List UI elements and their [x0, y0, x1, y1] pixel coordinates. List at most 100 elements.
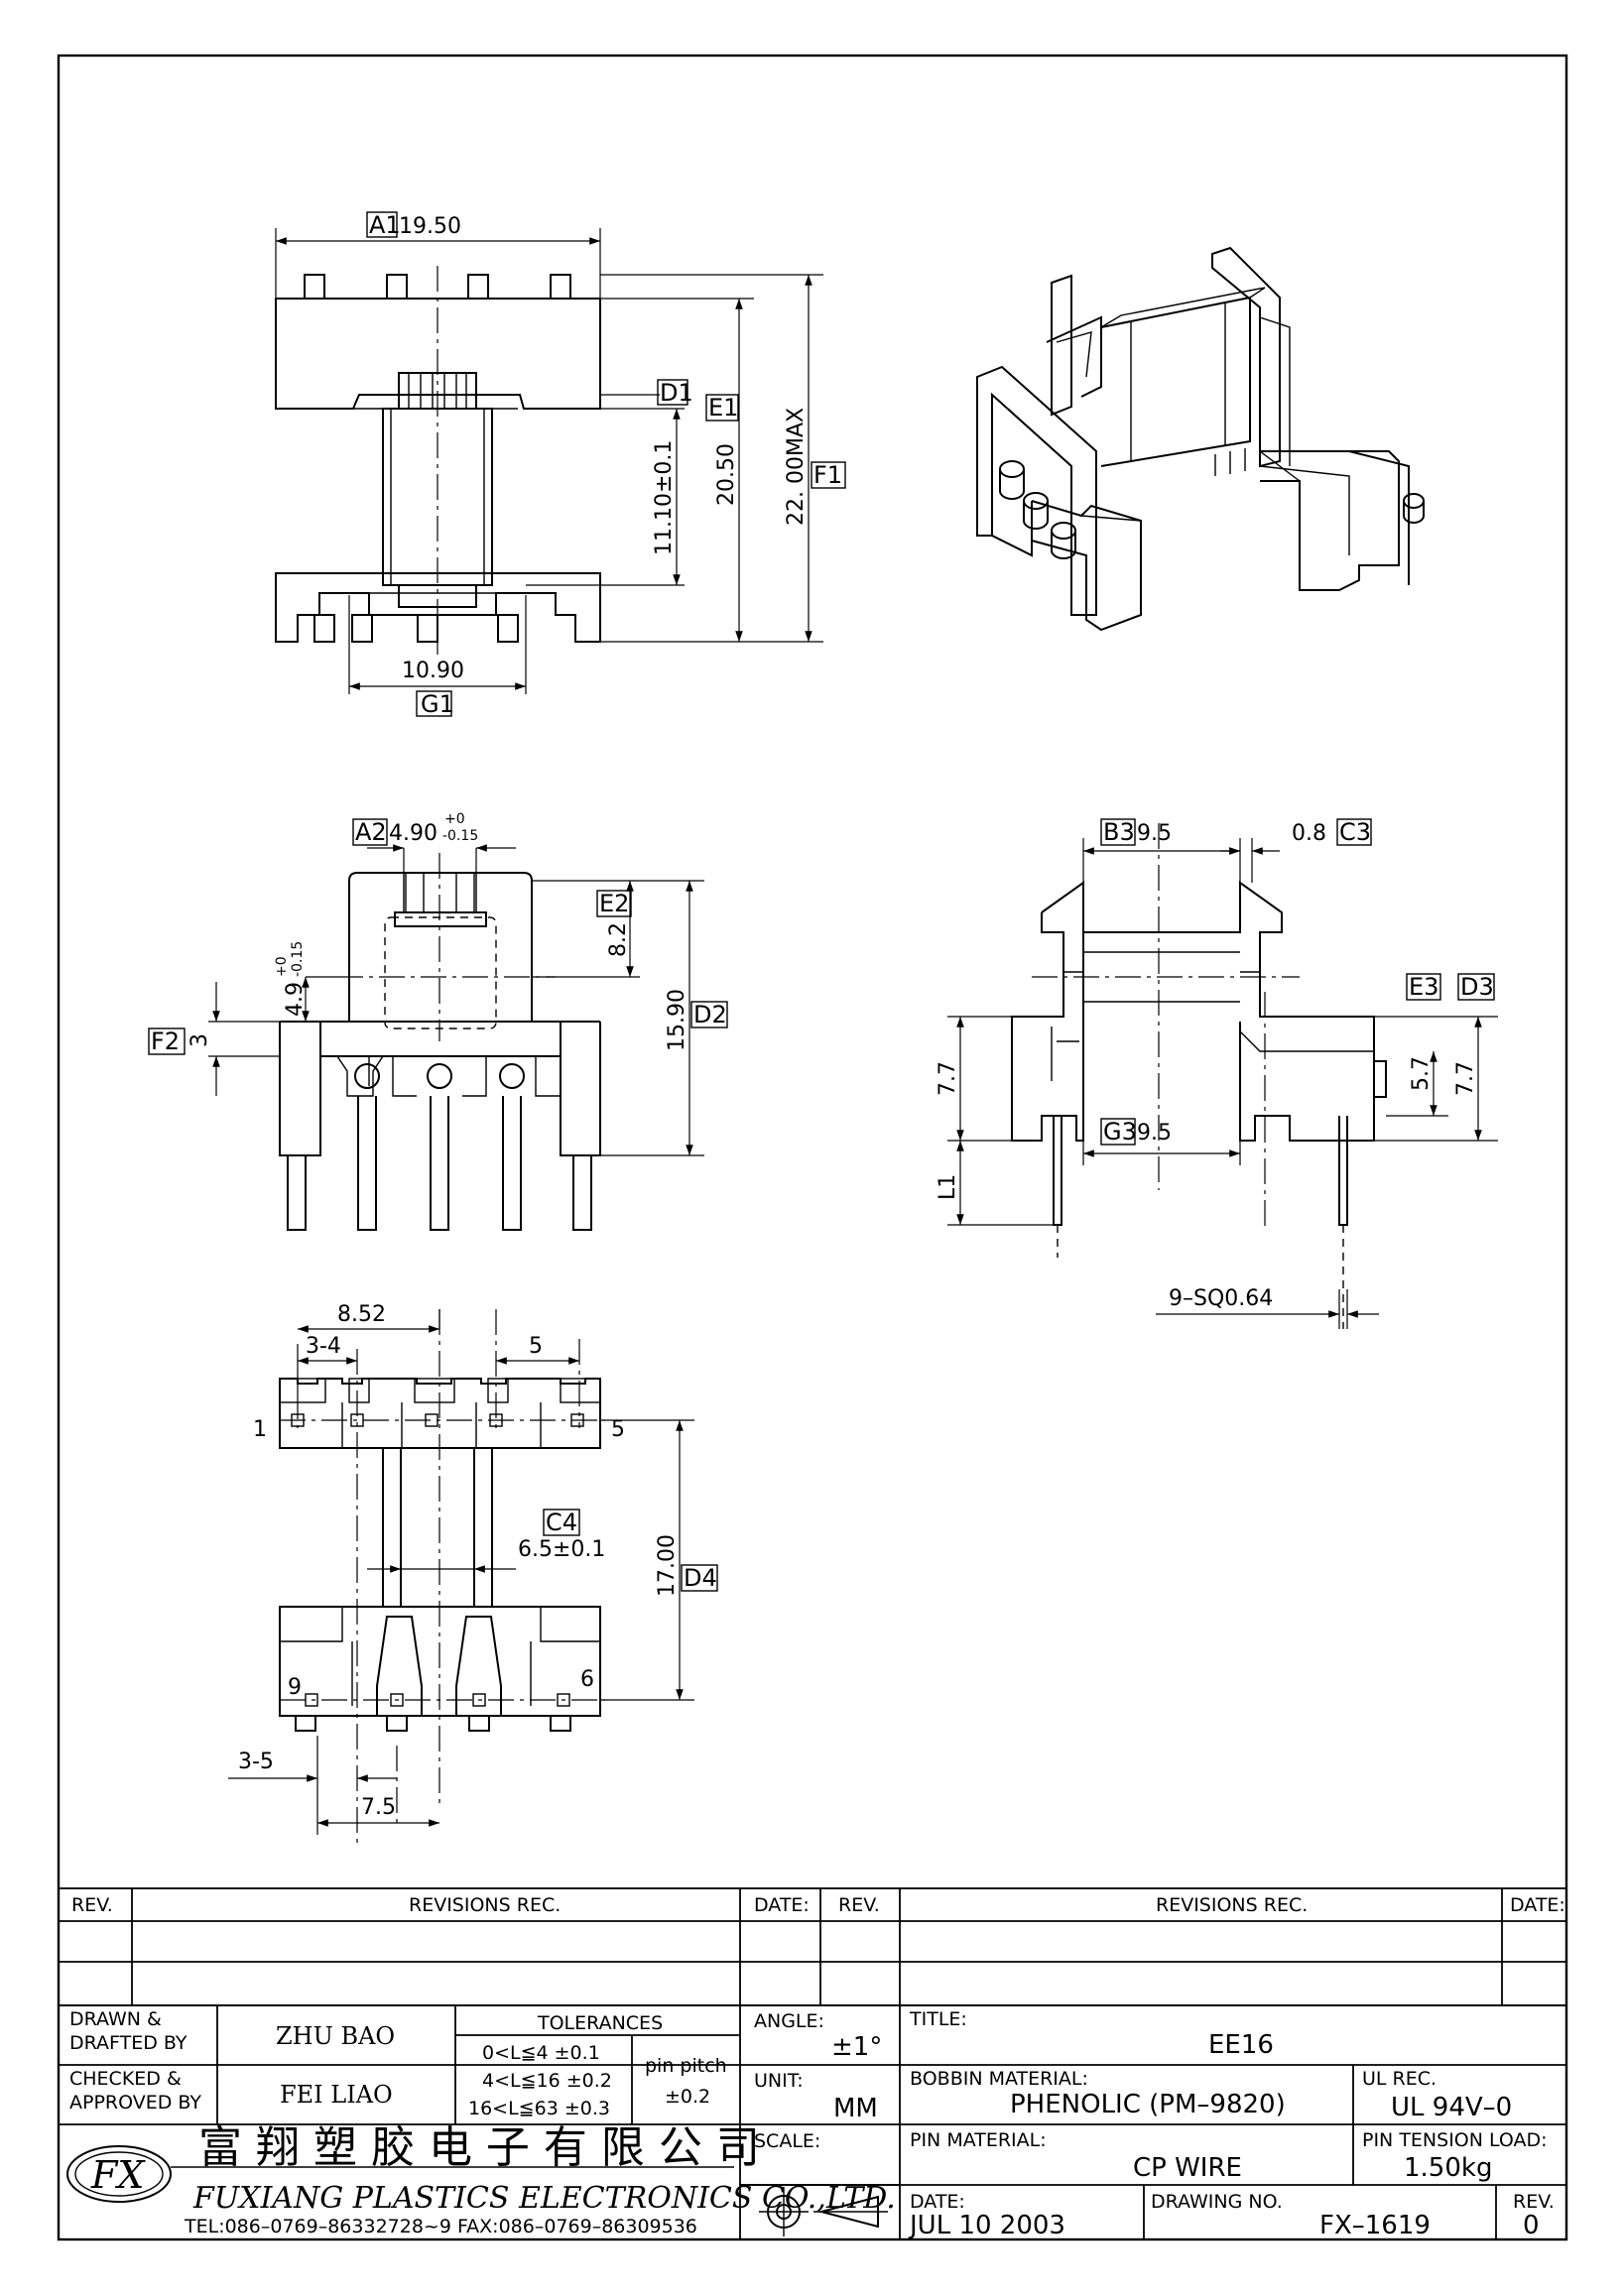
date-value: JUL 10 2003 — [908, 2211, 1065, 2240]
dim-offset-tol-plus: +0 — [274, 956, 290, 977]
dim-box-E3: E3 — [1409, 973, 1438, 1001]
company-name-cn: 富 翔 塑 胶 电 子 有 限 公 司 — [198, 2122, 760, 2173]
dim-box-D2: D2 — [693, 1001, 727, 1028]
dim-c3-value: 0.8 — [1292, 821, 1326, 846]
dim-box-F2: F2 — [151, 1027, 180, 1055]
dim-35-value: 3-5 — [238, 1750, 274, 1774]
side-view: A2 4.90 +0 -0.15 8.2 E2 15.90 D2 4.9 +0 … — [148, 811, 728, 1231]
dim-box-G1: G1 — [421, 690, 454, 718]
dim-span-value: 8.52 — [337, 1302, 386, 1327]
checked-label-2: APPROVED BY — [69, 2092, 201, 2114]
tol-row-1: 0<L≦4 ±0.1 — [482, 2042, 600, 2064]
bobbin-label: BOBBIN MATERIAL: — [910, 2068, 1088, 2090]
tol-row-2: 4<L≦16 ±0.2 — [482, 2070, 612, 2092]
date-col-right: DATE: — [1510, 1894, 1565, 1916]
dim-box-D3: D3 — [1460, 973, 1494, 1001]
dim-offset-tol-minus: -0.15 — [290, 941, 306, 977]
company-name-en: FUXIANG PLASTICS ELECTRONICS CO.,LTD. — [192, 2181, 896, 2216]
dim-c4-value: 6.5±0.1 — [518, 1537, 605, 1562]
dim-left-h-value: 7.7 — [936, 1061, 960, 1096]
dim-b3-value: 9.5 — [1137, 821, 1172, 846]
dim-core-value: 10.90 — [402, 659, 464, 683]
drawn-label-1: DRAWN & — [69, 2008, 162, 2030]
pin-pitch-value: ±0.2 — [665, 2086, 710, 2108]
dim-l1-value: L1 — [936, 1174, 960, 1200]
tol-row-3: 16<L≦63 ±0.3 — [468, 2098, 610, 2119]
dim-total-value: 15.90 — [665, 989, 689, 1051]
date-label: DATE: — [910, 2191, 965, 2213]
right-view: B3 9.5 0.8 C3 E3 D3 5.7 7.7 7.7 L1 G3 — [936, 818, 1498, 1329]
dim-height-value: 20.50 — [714, 443, 739, 506]
dim-box-D1: D1 — [660, 379, 693, 407]
dim-winding-value: 11.10±0.1 — [652, 440, 677, 555]
tolerances-title: TOLERANCES — [537, 2012, 663, 2034]
logo-text: FX — [90, 2153, 146, 2197]
dim-overall-value: 22. 00MAX — [784, 408, 809, 526]
rev-value: 0 — [1523, 2211, 1540, 2240]
angle-label: ANGLE: — [754, 2010, 824, 2032]
date-col-left: DATE: — [754, 1894, 810, 1916]
dim-width-value: 19.50 — [399, 214, 461, 239]
pin-tension-value: 1.50kg — [1404, 2153, 1492, 2183]
title-value: EE16 — [1208, 2030, 1274, 2060]
dim-box-F1: F1 — [813, 461, 842, 489]
unit-label: UNIT: — [754, 2070, 804, 2092]
unit-value: MM — [833, 2094, 878, 2123]
title-block: DRAWN & DRAFTED BY ZHU BAO CHECKED & APP… — [58, 2004, 1567, 2240]
title-label: TITLE: — [909, 2008, 967, 2030]
dim-box-E2: E2 — [599, 890, 629, 917]
dim-box-A2: A2 — [355, 818, 387, 846]
dim-box-C4: C4 — [546, 1509, 577, 1536]
rev-col-right: REV. — [838, 1894, 880, 1916]
revision-table: REV. REVISIONS REC. DATE: REV. REVISIONS… — [58, 1887, 1567, 2006]
dim-tongue-tol-plus: +0 — [444, 811, 465, 827]
pin-pitch-label: pin pitch — [645, 2055, 727, 2077]
pin-material-value: CP WIRE — [1133, 2153, 1242, 2183]
drawing-no-label: DRAWING NO. — [1151, 2191, 1283, 2213]
pin-material-label: PIN MATERIAL: — [910, 2129, 1047, 2151]
angle-value: ±1° — [831, 2032, 882, 2062]
dim-box-C3: C3 — [1339, 818, 1371, 846]
dim-d3-value: 7.7 — [1453, 1061, 1478, 1096]
drawn-label-2: DRAFTED BY — [69, 2032, 187, 2054]
dim-offset-value: 4.9 — [283, 982, 308, 1017]
dim-5-value: 5 — [529, 1334, 543, 1359]
dim-tongue-value: 4.90 — [389, 821, 437, 846]
bobbin-value: PHENOLIC (PM–9820) — [1010, 2090, 1286, 2119]
dim-box-G3: G3 — [1103, 1118, 1137, 1146]
pin-label-1: 1 — [253, 1417, 267, 1442]
dim-box-D4: D4 — [684, 1564, 717, 1592]
dim-box-A1 — [366, 211, 398, 238]
front-view: A1 19.50 10.90 G1 D1 11.10±0.1 20.50 E1 … — [275, 211, 846, 718]
revisions-rec-right: REVISIONS REC. — [1156, 1894, 1308, 1916]
revisions-rec-left: REVISIONS REC. — [409, 1894, 561, 1916]
ul-label: UL REC. — [1362, 2068, 1437, 2090]
rev-label: REV. — [1513, 2191, 1555, 2213]
dim-75-value: 7.5 — [361, 1795, 396, 1820]
dim-box-E1: E1 — [708, 394, 738, 422]
rev-col-left: REV. — [71, 1894, 113, 1916]
pin-spec: 9–SQ0.64 — [1169, 1286, 1273, 1311]
checked-by: FEI LIAO — [280, 2081, 393, 2109]
projection-symbol-icon — [740, 2184, 900, 2236]
dim-top-value: 8.2 — [606, 922, 631, 957]
ul-value: UL 94V–0 — [1391, 2093, 1512, 2122]
dim-box-A1-label: A1 — [369, 211, 401, 239]
dim-d4-value: 17.00 — [655, 1534, 680, 1597]
company-logo-icon: FX — [66, 2145, 172, 2203]
dim-34-value: 3-4 — [306, 1334, 341, 1359]
scale-label: SCALE: — [754, 2130, 820, 2152]
bottom-view: 8.52 3-4 5 1 5 9 6 C4 6.5±0.1 17.00 D4 3… — [228, 1302, 718, 1845]
company-contact: TEL:086–0769–86332728~9 FAX:086–0769–863… — [184, 2216, 697, 2237]
drawn-by: ZHU BAO — [276, 2022, 395, 2050]
dim-tongue-tol-minus: -0.15 — [442, 828, 478, 844]
pin-label-9: 9 — [288, 1675, 302, 1700]
drawing-no-value: FX–1619 — [1319, 2211, 1431, 2240]
pin-tension-label: PIN TENSION LOAD: — [1362, 2129, 1548, 2151]
dim-box-B3: B3 — [1103, 818, 1135, 846]
dim-base-value: 3 — [187, 1033, 212, 1047]
pin-label-5: 5 — [611, 1417, 625, 1442]
checked-label-1: CHECKED & — [69, 2068, 182, 2090]
dim-e3-value: 5.7 — [1409, 1056, 1434, 1091]
